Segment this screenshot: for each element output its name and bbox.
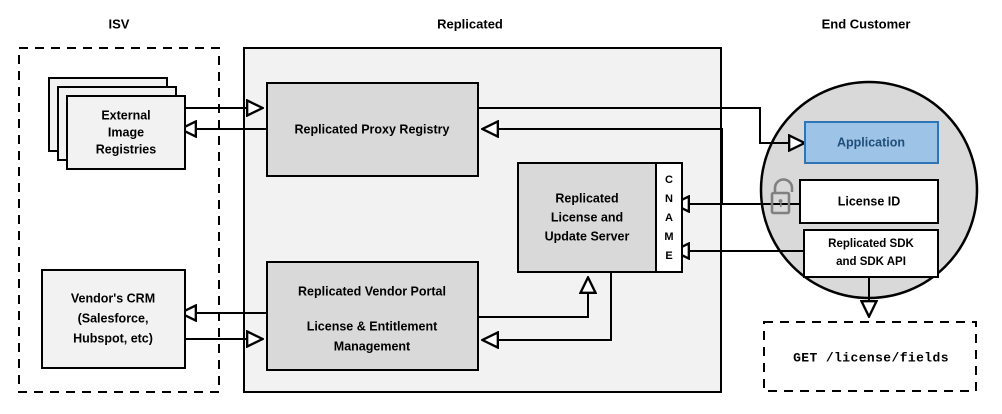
vendor-portal-label-line-1: Replicated Vendor Portal xyxy=(298,284,446,298)
api-request-dashed-box xyxy=(763,321,977,392)
vendors-crm-box xyxy=(41,269,186,369)
application-label: Application xyxy=(837,135,905,149)
node-external-image-registries[interactable]: External Image Registries xyxy=(48,77,186,170)
node-replicated-sdk[interactable]: Replicated SDK and SDK API xyxy=(803,229,939,278)
external-image-registries-label-line-3: Registries xyxy=(96,142,156,156)
vendors-crm-label-line-1: Vendor's CRM xyxy=(71,291,155,305)
cname-letter-n: N xyxy=(665,193,673,205)
connection-vendor-portal-to-license-server xyxy=(478,277,588,318)
license-update-server-label-line-2: License and xyxy=(551,210,623,224)
license-id-box xyxy=(799,179,939,224)
vendor-portal-label-line-2: License & Entitlement xyxy=(307,319,438,333)
padlock-keyhole xyxy=(778,199,783,203)
zone-isv-boundary xyxy=(18,47,220,393)
node-api-request[interactable]: GET /license/fields xyxy=(763,321,977,392)
replicated-sdk-label-line-1: Replicated SDK xyxy=(828,238,914,250)
connection-layer xyxy=(176,108,869,340)
cname-letter-a: A xyxy=(665,212,673,224)
replicated-sdk-label-line-2: and SDK API xyxy=(836,256,906,268)
node-cname[interactable]: C N A M E xyxy=(655,162,683,273)
cname-letter-e: E xyxy=(665,250,672,262)
vendor-portal-label-line-3: Management xyxy=(334,339,411,353)
node-replicated-license-and-update-server[interactable]: Replicated License and Update Server xyxy=(517,162,657,273)
padlock-keyhole-slot xyxy=(780,202,782,207)
zone-title-replicated: Replicated xyxy=(437,16,503,31)
padlock-body xyxy=(770,191,791,215)
zone-title-isv: ISV xyxy=(109,16,130,31)
vendors-crm-label-line-2: (Salesforce, xyxy=(78,311,149,325)
zone-title-end-customer: End Customer xyxy=(822,16,911,31)
replicated-vendor-portal-box xyxy=(266,261,479,371)
node-license-id[interactable]: License ID xyxy=(799,179,939,224)
cname-box xyxy=(655,162,683,273)
cname-letter-c: C xyxy=(665,174,673,186)
replicated-proxy-registry-label: Replicated Proxy Registry xyxy=(295,122,450,136)
replicated-sdk-box xyxy=(803,229,939,278)
license-update-server-label-line-3: Update Server xyxy=(545,229,630,243)
cname-letter-m: M xyxy=(664,231,673,243)
license-id-label: License ID xyxy=(838,194,901,208)
api-request-label: GET /license/fields xyxy=(793,350,949,365)
replicated-proxy-registry-box xyxy=(266,82,479,177)
node-vendors-crm[interactable]: Vendor's CRM (Salesforce, Hubspot, etc) xyxy=(41,269,186,369)
node-replicated-proxy-registry[interactable]: Replicated Proxy Registry xyxy=(266,82,479,177)
connection-license-server-to-vendor-portal xyxy=(482,272,612,340)
external-image-registries-label-line-2: Image xyxy=(108,125,144,139)
unlocked-padlock-icon xyxy=(770,178,800,215)
license-update-server-label-line-1: Replicated xyxy=(555,191,618,205)
external-image-registries-label-line-1: External xyxy=(101,108,150,122)
application-box xyxy=(804,121,939,164)
vendors-crm-label-line-3: Hubspot, etc) xyxy=(73,331,153,345)
connection-proxy-registry-to-application xyxy=(478,107,805,143)
node-application[interactable]: Application xyxy=(804,121,939,164)
node-replicated-vendor-portal[interactable]: Replicated Vendor Portal License & Entit… xyxy=(266,261,479,371)
external-image-registries-stack-front xyxy=(66,95,186,170)
